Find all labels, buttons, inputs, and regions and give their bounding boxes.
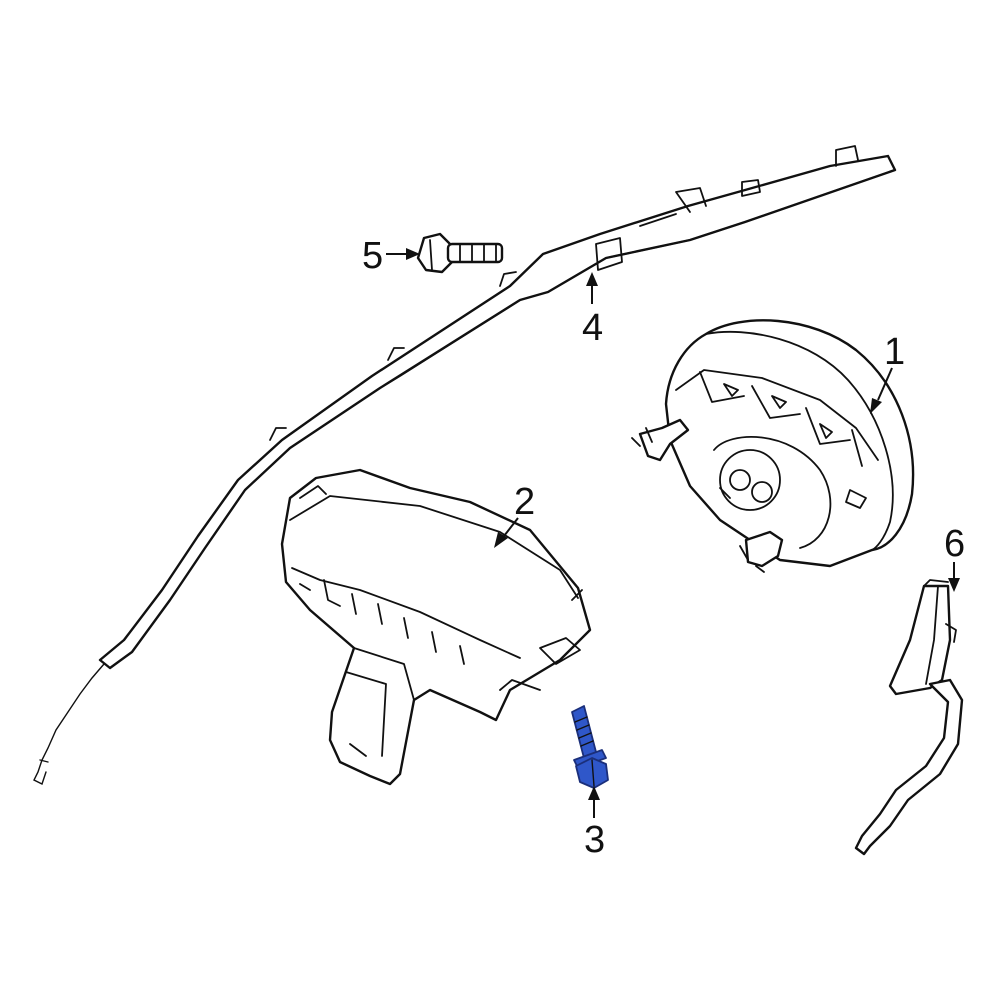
callout-3: 3: [584, 786, 605, 861]
callout-4: 4: [582, 272, 603, 349]
bolt-shank: [571, 705, 597, 759]
bolt-head: [575, 757, 609, 789]
callout-label: 4: [582, 307, 603, 349]
callout-label: 5: [362, 235, 383, 277]
callout-label: 1: [884, 331, 905, 373]
callout-6: 6: [944, 523, 965, 592]
callout-label: 6: [944, 523, 965, 565]
callout-1: 1: [870, 331, 905, 414]
curtain-airbag-part[interactable]: [33, 145, 897, 785]
callout-label: 2: [514, 481, 535, 523]
driver-airbag-module-part[interactable]: [631, 319, 915, 573]
callout-label: 3: [584, 819, 605, 861]
passenger-airbag-module-part[interactable]: [280, 468, 592, 786]
callout-2: 2: [494, 481, 535, 548]
inflator-part[interactable]: [854, 579, 964, 856]
callout-5: 5: [362, 235, 420, 277]
flange-bolt-part[interactable]: [416, 232, 504, 274]
highlighted-bolt-part[interactable]: [571, 705, 609, 789]
